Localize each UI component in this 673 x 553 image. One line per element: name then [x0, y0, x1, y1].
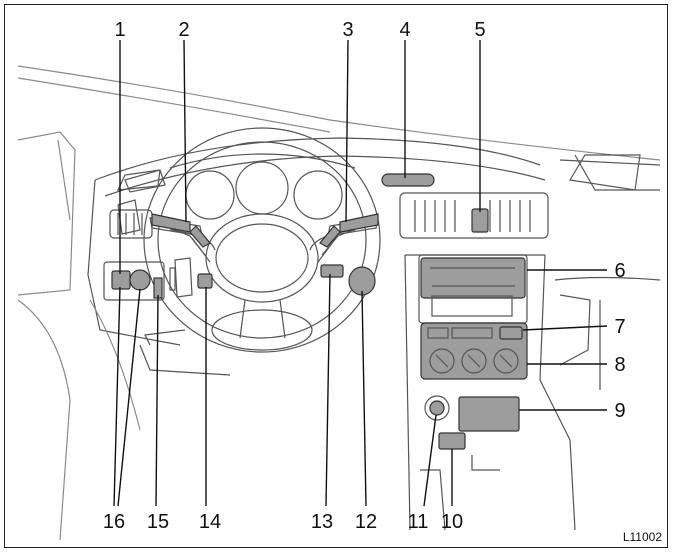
climate-button-7 — [499, 326, 523, 340]
figure-code: L11002 — [623, 530, 662, 544]
left-knob-16 — [129, 269, 151, 291]
ignition-12 — [348, 266, 376, 296]
hazard-5 — [471, 208, 489, 233]
callout-5: 5 — [474, 19, 485, 41]
callout-1: 1 — [114, 19, 125, 41]
callout-15: 15 — [147, 511, 169, 533]
callout-4: 4 — [399, 19, 410, 41]
callout-10: 10 — [441, 511, 463, 533]
callout-3: 3 — [342, 19, 353, 41]
figure-frame — [4, 4, 668, 548]
steering-wheel — [143, 127, 381, 353]
highlighted-controls — [103, 173, 528, 450]
callout-2: 2 — [178, 19, 189, 41]
stalk-2b — [189, 225, 211, 248]
callout-6: 6 — [614, 260, 625, 282]
lighter-11 — [429, 400, 445, 416]
leader-lines — [113, 39, 608, 507]
callout-9: 9 — [614, 400, 625, 422]
switch-14 — [197, 273, 213, 289]
callout-8: 8 — [614, 354, 625, 376]
console-box-9 — [458, 396, 520, 432]
callout-11: 11 — [408, 511, 429, 533]
callout-12: 12 — [355, 511, 377, 533]
left-switch-1 — [111, 270, 131, 290]
callout-14: 14 — [199, 511, 221, 533]
dashboard-outline — [17, 65, 661, 541]
stalk-3b — [319, 225, 341, 248]
callout-labels: 1 2 3 4 5 6 7 8 9 10 11 12 13 14 15 16 — [103, 19, 626, 533]
callout-7: 7 — [614, 316, 625, 338]
callout-16: 16 — [103, 511, 125, 533]
ashtray-10 — [438, 432, 466, 450]
radio-6 — [420, 257, 526, 299]
callout-13: 13 — [311, 511, 333, 533]
switch-13 — [320, 264, 344, 278]
vent-lever-4 — [381, 173, 435, 187]
